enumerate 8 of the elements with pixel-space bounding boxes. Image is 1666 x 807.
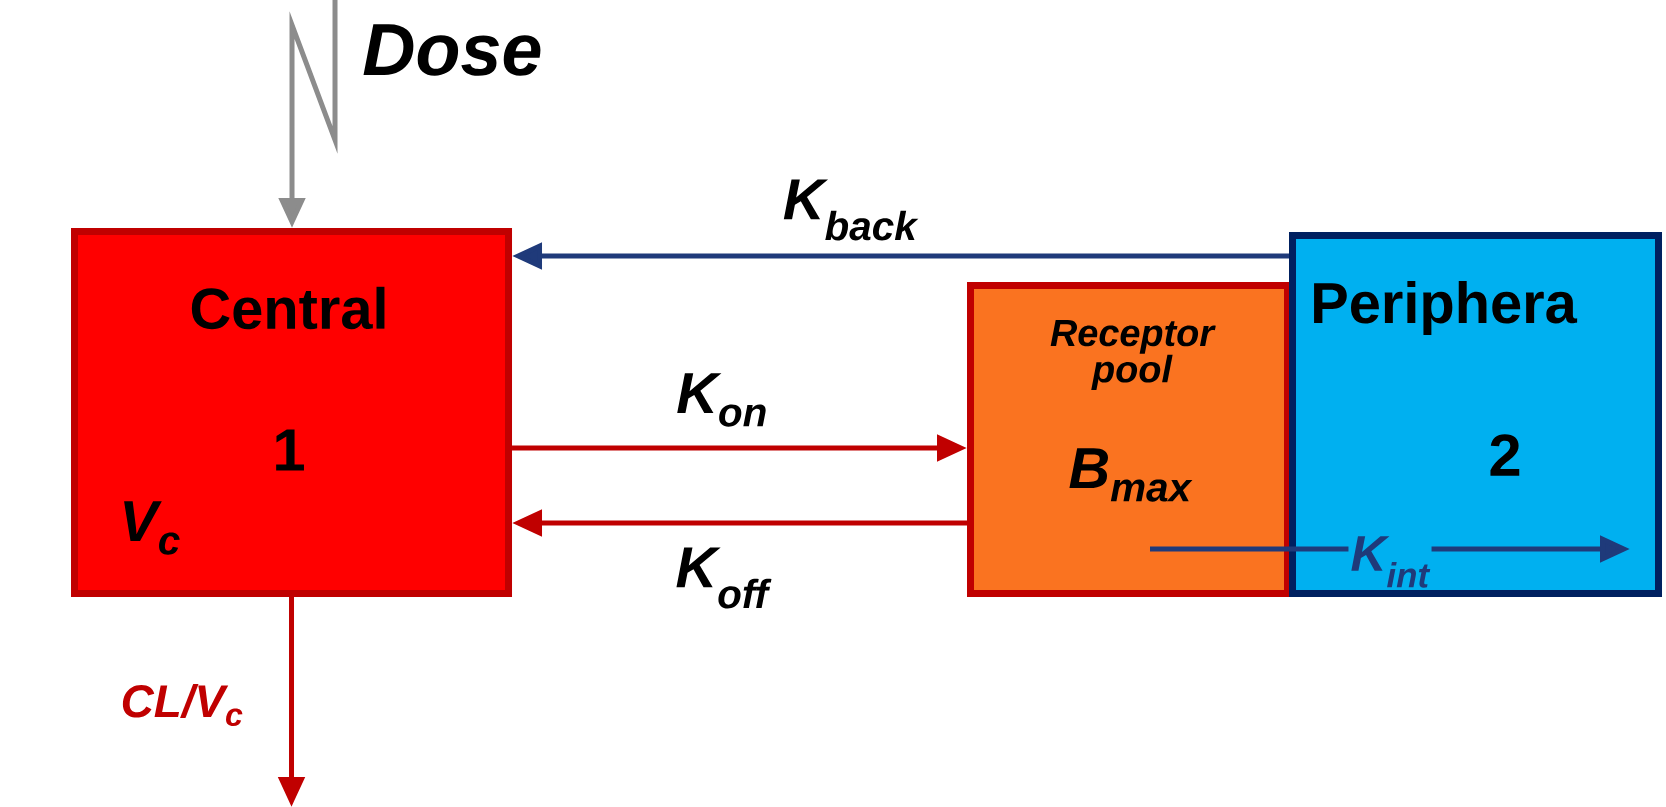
edge-label: K$_{off}$ bbox=[676, 547, 772, 609]
compartment-box: Receptor pool B$_{max}$ bbox=[967, 282, 1291, 597]
compartment-box: Central 1 V$_{c}$ bbox=[71, 228, 512, 597]
edge-label: K$_{on}$ bbox=[677, 373, 766, 427]
edge-label: Dose bbox=[363, 24, 541, 76]
edge-label: K$_{int}$ bbox=[1348, 534, 1432, 590]
edge-label: K$_{back}$ bbox=[783, 179, 919, 241]
edge-label: CL/V$_{c}$ bbox=[118, 681, 246, 729]
